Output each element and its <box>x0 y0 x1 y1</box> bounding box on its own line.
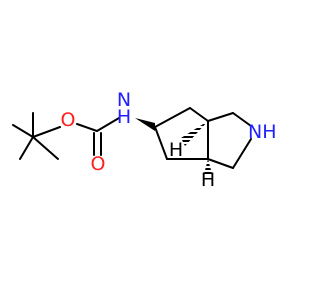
bond-methyl-left <box>12 124 34 138</box>
bond-methyl-right <box>32 136 59 160</box>
bond-ring-c5-c4 <box>154 107 191 128</box>
bond-ring-c5-c6 <box>154 126 168 160</box>
hash-bond-upper-h <box>181 121 208 146</box>
bond-ring-c4-c3a <box>189 107 209 122</box>
bond-ring-n2-c1 <box>232 138 252 169</box>
atom-h-upper: H <box>169 139 183 161</box>
atom-h-lower: H <box>201 169 215 191</box>
structure-diagram: O O N H NH H H <box>12 89 277 191</box>
bond-ring-c3a-c3 <box>207 112 234 122</box>
bond-ring-c3-n2 <box>232 112 252 127</box>
atom-nh-ring: NH <box>248 121 277 143</box>
atom-n-carbamate: N <box>117 89 131 111</box>
atom-o-carbonyl: O <box>91 153 106 175</box>
bond-methyl-bottom <box>19 136 34 160</box>
bond-ring-c1-c6a <box>207 158 234 169</box>
hash-bond-lower-h <box>204 159 212 174</box>
bond-o-to-carbonyl-c <box>76 123 98 132</box>
atom-h-carbamate: H <box>117 106 131 128</box>
bond-quaternary-c-to-o <box>32 126 61 138</box>
atom-o-ester: O <box>61 109 76 131</box>
bond-carbonyl-c-to-n <box>96 117 120 132</box>
wedge-bond-n-to-ring <box>135 118 155 131</box>
